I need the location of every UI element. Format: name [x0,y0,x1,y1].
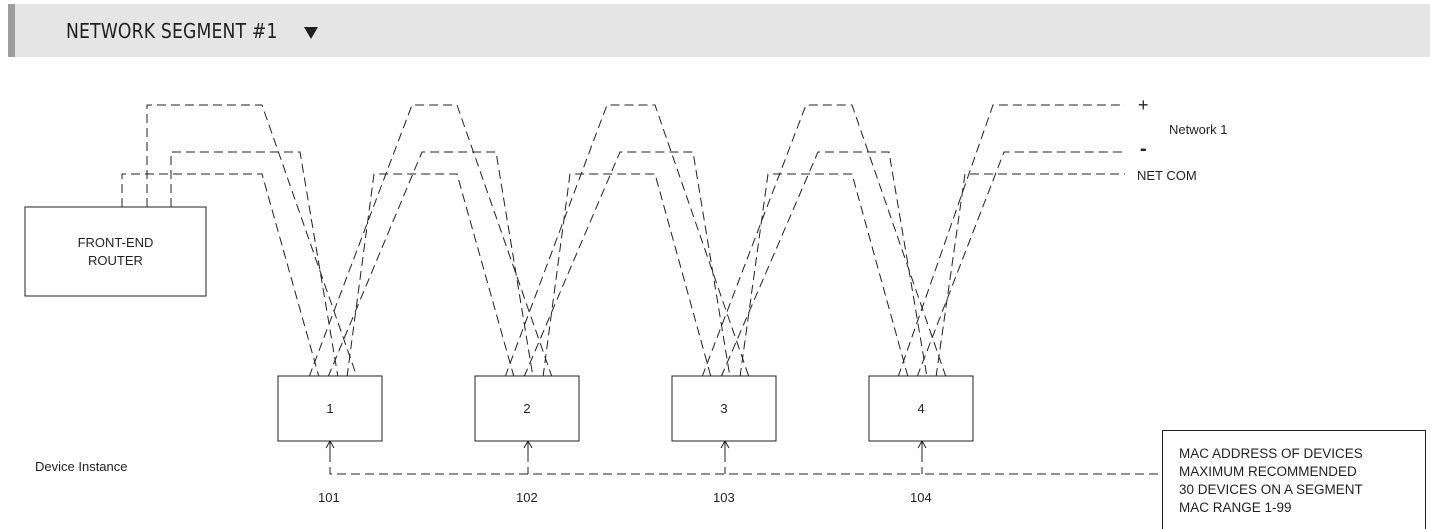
device-instance-value: 102 [516,490,538,505]
wire-plus-2-3 [504,104,750,378]
device-instance-label: Device Instance [35,459,128,474]
wire-com-2-3 [542,173,712,378]
device-box-1 [277,375,383,442]
device-number: 2 [523,401,531,416]
wire-minus-2-3 [523,151,731,378]
device-box-3 [671,375,777,442]
device-box-4 [868,375,974,442]
wire-plus-router [146,104,358,378]
wire-plus-4-out [897,104,1125,378]
minus-terminal-label: - [1140,138,1147,160]
wire-com-1-2 [346,173,515,378]
plus-terminal-label: + [1138,95,1149,115]
wire-plus-3-4 [701,104,947,378]
wire-minus-router [170,151,339,378]
device-number: 1 [326,401,334,416]
device-instance-value: 101 [318,490,340,505]
note-line: MAC ADDRESS OF DEVICES [1179,446,1363,461]
wire-minus-3-4 [720,151,928,378]
note-line: MAXIMUM RECOMMENDED [1179,464,1357,479]
wire-com-router [121,173,320,378]
triangle-down-icon[interactable] [304,27,318,39]
note-line: MAC RANGE 1-99 [1179,500,1292,515]
network-label: Network 1 [1169,122,1228,137]
wire-com-4-out [935,173,1125,378]
device-number: 3 [720,401,728,416]
device-box-2 [474,375,580,442]
section-title: NETWORK SEGMENT #1 [66,19,278,43]
device-instance-value: 103 [713,490,735,505]
router-box [24,206,207,297]
mac-address-note: MAC ADDRESS OF DEVICES MAXIMUM RECOMMEND… [1162,430,1426,529]
device-instance-value: 104 [910,490,932,505]
mac-address-line [329,453,1162,475]
router-label: FRONT-END ROUTER [77,235,154,268]
wire-com-3-4 [739,173,909,378]
section-header[interactable]: NETWORK SEGMENT #1 [8,4,1430,57]
device-number: 4 [917,401,925,416]
note-line: 30 DEVICES ON A SEGMENT [1179,482,1363,497]
wire-plus-1-2 [308,104,553,378]
common-label: NET COM [1137,168,1197,183]
wire-minus-1-2 [327,151,534,378]
wire-minus-4-out [916,151,1125,378]
